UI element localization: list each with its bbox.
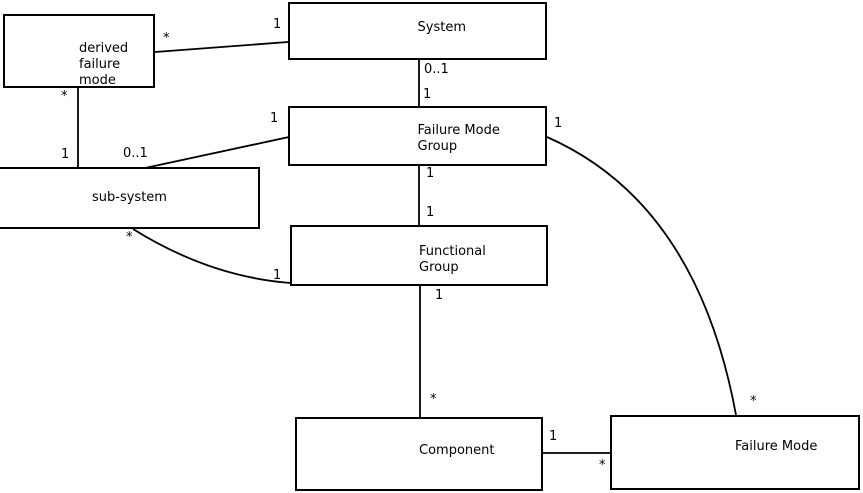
multiplicity-sub-system-functional-group-near-target: 1 xyxy=(273,268,282,283)
connector-derived-failure-mode-system xyxy=(154,41,289,53)
multiplicity-functional-group-component-near-source: 1 xyxy=(435,288,444,303)
multiplicity-derived-failure-mode-system-near-target: 1 xyxy=(273,17,282,32)
entity-component-label: Component xyxy=(419,443,495,458)
entity-system: System xyxy=(288,2,547,60)
multiplicity-component-failure-mode-near-source: 1 xyxy=(549,429,558,444)
entity-failure-mode: Failure Mode xyxy=(610,415,860,490)
connector-sub-system-functional-group xyxy=(132,228,292,284)
entity-sub-system-label: sub-system xyxy=(92,190,167,205)
entity-functional-group-label: Functional Group xyxy=(419,244,486,275)
multiplicity-derived-failure-mode-sub-system-near-source: * xyxy=(61,89,68,104)
entity-failure-mode-group: Failure Mode Group xyxy=(288,106,547,166)
entity-derived-failure-mode-label: derived failure mode xyxy=(79,41,129,88)
multiplicity-failure-mode-group-failure-mode-near-target: * xyxy=(750,394,757,409)
multiplicity-component-failure-mode-near-target: * xyxy=(599,458,606,473)
connector-sub-system-failure-mode-group xyxy=(144,136,290,169)
multiplicity-failure-mode-group-functional-group-near-target: 1 xyxy=(426,205,435,220)
entity-system-label: System xyxy=(417,20,466,35)
multiplicity-system-failure-mode-group-near-target: 1 xyxy=(423,87,432,102)
entity-functional-group: Functional Group xyxy=(290,225,548,286)
multiplicity-failure-mode-group-functional-group-near-source: 1 xyxy=(426,166,435,181)
connector-failure-mode-group-failure-mode xyxy=(546,136,737,416)
entity-sub-system: sub-system xyxy=(0,167,260,229)
multiplicity-derived-failure-mode-system-near-source: * xyxy=(163,31,170,46)
entity-failure-mode-label: Failure Mode xyxy=(735,439,818,454)
multiplicity-derived-failure-mode-sub-system-near-target: 1 xyxy=(61,147,70,162)
entity-failure-mode-group-label: Failure Mode Group xyxy=(417,123,500,154)
entity-derived-failure-mode: derived failure mode xyxy=(3,14,155,88)
multiplicity-sub-system-functional-group-near-source: * xyxy=(126,230,133,245)
multiplicity-sub-system-failure-mode-group-near-target: 1 xyxy=(270,111,279,126)
multiplicity-functional-group-component-near-target: * xyxy=(430,392,437,407)
multiplicity-failure-mode-group-failure-mode-near-source: 1 xyxy=(554,116,563,131)
multiplicity-sub-system-failure-mode-group-near-source: 0..1 xyxy=(123,146,148,161)
multiplicity-system-failure-mode-group-near-source: 0..1 xyxy=(424,62,449,77)
entity-component: Component xyxy=(295,417,543,491)
